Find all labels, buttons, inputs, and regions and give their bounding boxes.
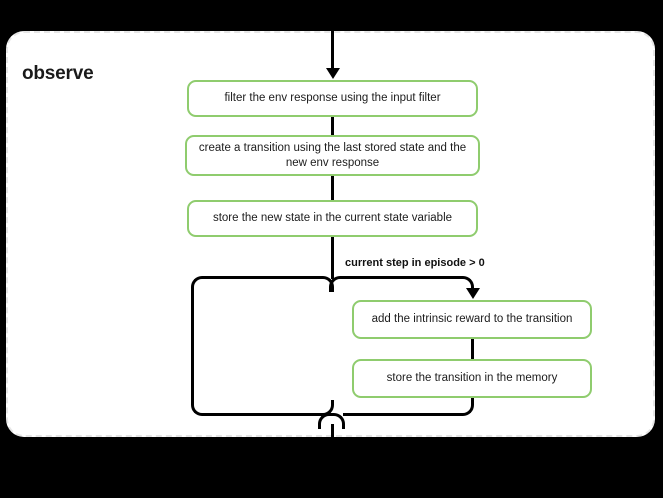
edge-branch-junction-right-corner xyxy=(329,276,345,292)
node-store-transition-memory[interactable]: store the transition in the memory xyxy=(352,359,592,398)
edge-conditional-top-corner xyxy=(458,276,474,292)
edge-branch-right-horizontal xyxy=(343,276,461,279)
edge-merge-right-corner xyxy=(458,400,474,416)
edge-store-state-to-branch xyxy=(331,236,334,279)
edge-filter-to-create xyxy=(331,115,334,136)
edge-create-to-store-state xyxy=(331,174,334,201)
edge-merge-left-horizontal xyxy=(205,413,321,416)
node-add-intrinsic-reward[interactable]: add the intrinsic reward to the transiti… xyxy=(352,300,592,339)
edge-add-reward-to-store-transition xyxy=(471,337,474,359)
edge-exit-line xyxy=(331,424,334,450)
edge-merge-right-horizontal xyxy=(343,413,461,416)
edge-entry-arrowhead xyxy=(325,68,340,79)
edge-merge-junction-center-corner xyxy=(318,413,334,429)
edge-conditional-arrowhead xyxy=(465,288,480,299)
edge-bypass-vertical xyxy=(191,290,194,402)
edge-bypass-top-corner xyxy=(191,276,207,292)
group-title-observe: observe xyxy=(22,63,94,84)
edge-branch-left-horizontal xyxy=(205,276,321,279)
edge-merge-junction-right-corner xyxy=(329,413,345,429)
edge-bypass-bottom-corner xyxy=(191,400,207,416)
node-create-transition[interactable]: create a transition using the last store… xyxy=(185,135,480,176)
edge-entry-line xyxy=(331,26,334,74)
node-filter-env-response[interactable]: filter the env response using the input … xyxy=(187,80,478,117)
edge-label-condition: current step in episode > 0 xyxy=(345,257,485,269)
node-store-new-state[interactable]: store the new state in the current state… xyxy=(187,200,478,237)
